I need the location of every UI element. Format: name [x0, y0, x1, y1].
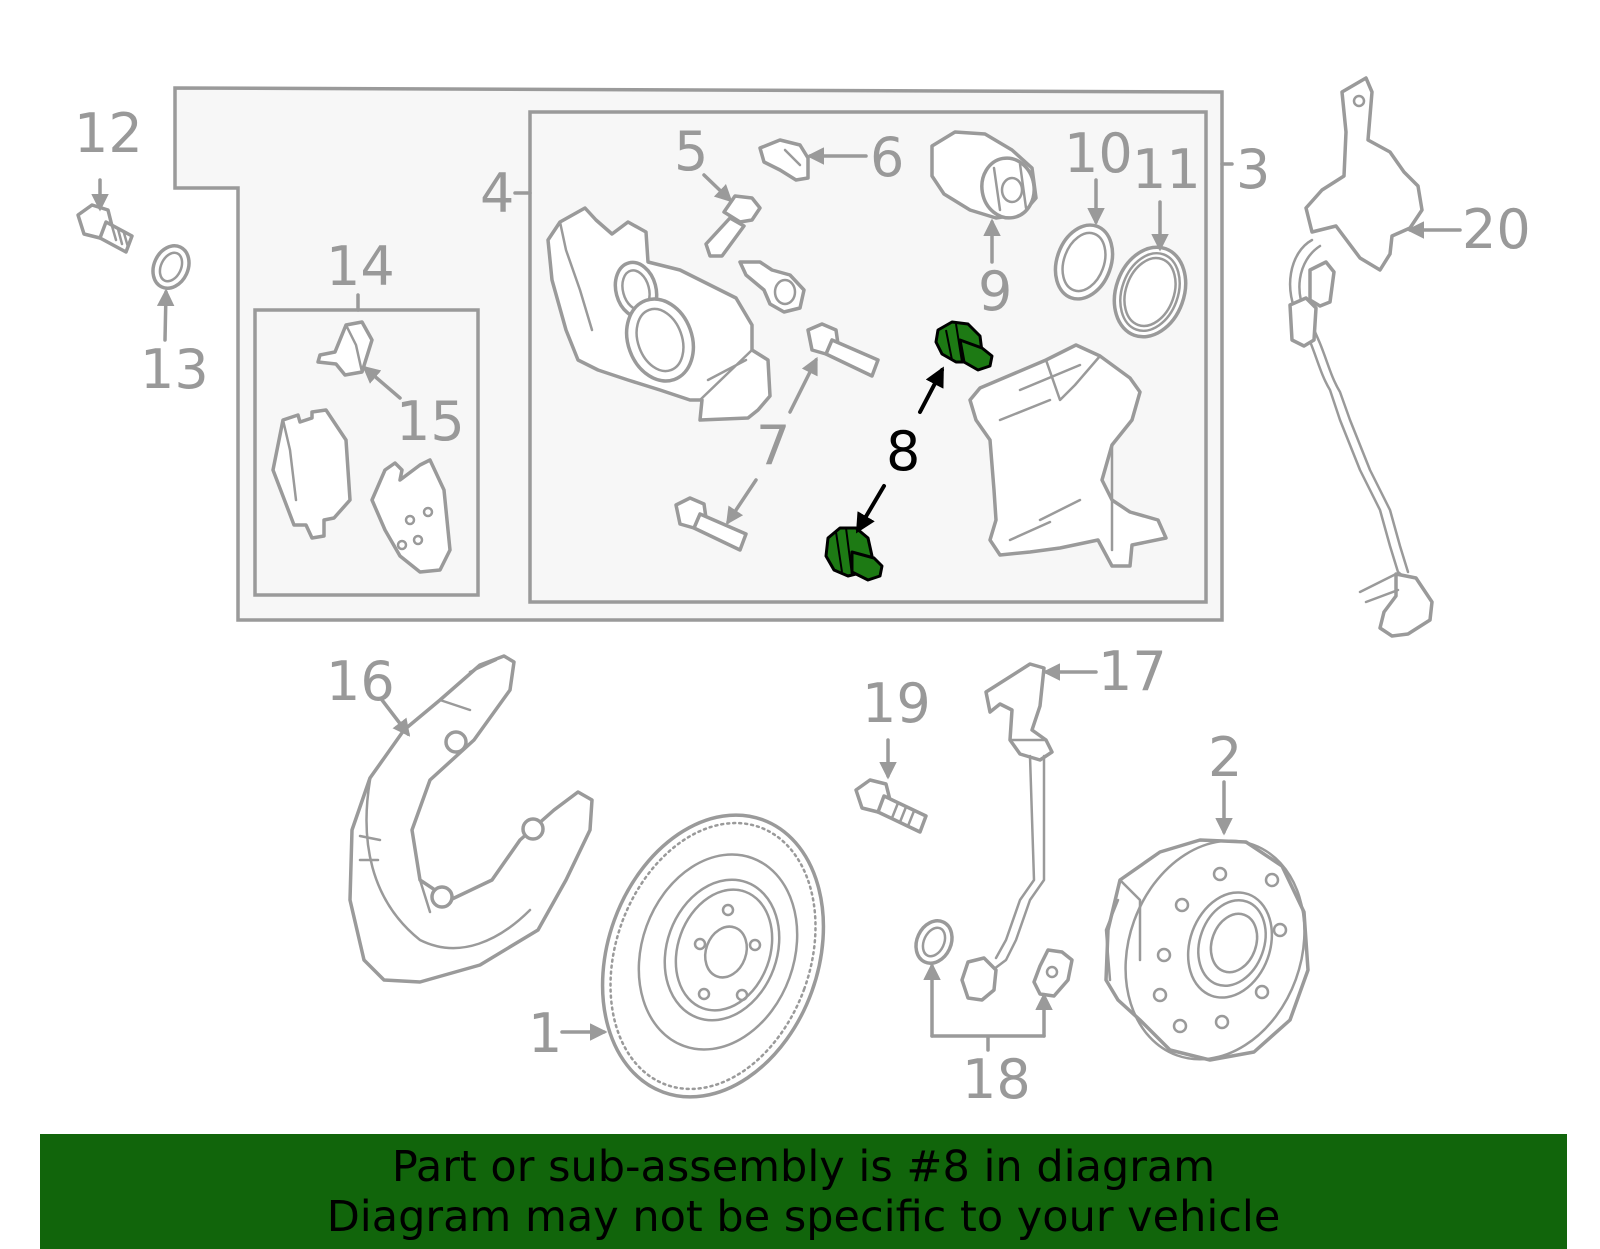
piston-seal-10[interactable] [1046, 217, 1123, 307]
pad-clip-15[interactable] [316, 320, 374, 377]
callout-9: 9 [978, 260, 1012, 323]
banner-line-disclaimer: Diagram may not be specific to your vehi… [326, 1191, 1281, 1242]
brake-pads[interactable] [271, 408, 452, 574]
pin-boot-lower-8[interactable] [824, 526, 884, 582]
callout-1: 1 [528, 1002, 562, 1065]
info-banner: Part or sub-assembly is #8 in diagram Di… [40, 1134, 1567, 1249]
wheel-hub-2[interactable] [1096, 815, 1334, 1084]
bleeder-screw-5[interactable] [704, 194, 762, 258]
callout-18: 18 [962, 1048, 1031, 1111]
bolt-19[interactable] [854, 778, 928, 834]
callout-2: 2 [1208, 726, 1242, 789]
callout-7: 7 [756, 414, 790, 477]
callout-10: 10 [1064, 122, 1133, 185]
callout-19: 19 [862, 672, 931, 735]
callout-8: 8 [886, 420, 920, 483]
callout-20: 20 [1462, 198, 1531, 261]
callout-16: 16 [326, 650, 395, 713]
callout-6: 6 [870, 126, 904, 189]
bleeder-cap-6[interactable] [758, 138, 810, 182]
callout-11: 11 [1132, 138, 1201, 201]
callout-4: 4 [480, 162, 514, 225]
guide-pin-upper-7[interactable] [806, 322, 880, 378]
guide-boot[interactable] [738, 260, 806, 314]
clip-18[interactable] [1032, 948, 1074, 998]
piston-9[interactable] [930, 130, 1039, 222]
guide-pin-lower-7[interactable] [674, 496, 748, 552]
bolt-12[interactable] [76, 203, 134, 254]
piston-boot-11[interactable] [1102, 237, 1197, 347]
caliper-bracket[interactable] [968, 343, 1168, 568]
seal-18[interactable] [909, 915, 958, 969]
caliper-housing[interactable] [546, 206, 772, 422]
callout-15: 15 [396, 390, 465, 453]
dust-shield-16[interactable] [348, 654, 594, 984]
callout-3: 3 [1236, 138, 1270, 201]
sensor-bracket-17[interactable] [960, 662, 1054, 1002]
pin-boot-upper-8[interactable] [934, 320, 994, 372]
callout-5: 5 [674, 120, 708, 183]
banner-line-part: Part or sub-assembly is #8 in diagram [391, 1141, 1216, 1192]
callout-17: 17 [1098, 640, 1167, 703]
seal-13[interactable] [146, 240, 195, 294]
callout-14: 14 [326, 235, 395, 298]
wheel-speed-sensor-20[interactable] [1288, 76, 1434, 638]
callout-13: 13 [140, 338, 209, 401]
callout-12: 12 [74, 102, 143, 165]
brake-rotor-1[interactable] [565, 784, 862, 1128]
